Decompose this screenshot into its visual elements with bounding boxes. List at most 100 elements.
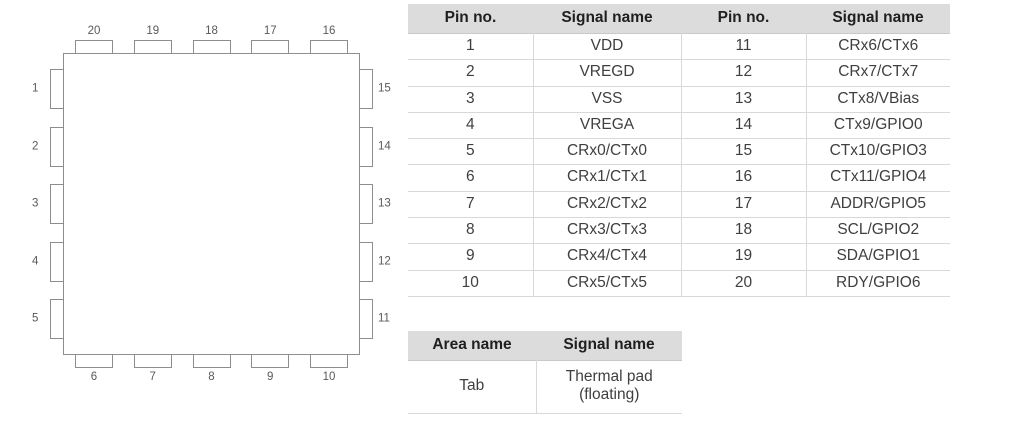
pin-number-cell: 3: [408, 85, 534, 113]
pin-tab: [50, 126, 64, 167]
pin-number-cell: 4: [408, 111, 534, 139]
signal-name-cell: CRx4/CTx4: [533, 243, 682, 271]
pin-number-cell: 12: [681, 59, 807, 87]
package-diagram: 20 6 19 7 18 8 17 9 16 10 1 15 2 14 3 13 4 12 5 11: [0, 0, 405, 428]
pin-number-label: 6: [90, 371, 98, 383]
pin-number-label: 15: [378, 82, 391, 95]
signal-name-cell: CRx5/CTx5: [533, 269, 682, 297]
area-table-header-cell: Area name: [408, 331, 536, 361]
pin-table-header-cell: Signal name: [533, 4, 681, 34]
pin-tab: [133, 40, 172, 54]
pin-number-cell: 5: [408, 138, 534, 165]
pin-number-cell: 10: [408, 269, 534, 297]
pin-number-cell: 18: [681, 216, 807, 244]
pin-tab: [251, 354, 290, 368]
signal-name-cell: ADDR/GPIO5: [806, 190, 950, 218]
package-body-outline: [63, 53, 360, 355]
pin-tab: [251, 40, 290, 54]
pin-number-label: 2: [32, 139, 39, 152]
pin-number-cell: 15: [681, 138, 807, 165]
pin-number-label: 12: [378, 254, 391, 267]
signal-name-cell: CRx7/CTx7: [806, 59, 950, 87]
pin-number-label: 10: [322, 371, 336, 383]
pin-tab: [50, 184, 64, 224]
pin-number-cell: 13: [681, 85, 807, 113]
signal-name-cell: CTx10/GPIO3: [806, 138, 950, 165]
pin-number-cell: 6: [408, 164, 534, 192]
pin-number-label: 20: [87, 25, 101, 37]
signal-name-cell: Thermal pad(floating): [536, 360, 682, 414]
signal-name-cell: VREGD: [533, 59, 682, 87]
signal-name-cell: VREGA: [533, 111, 682, 139]
signal-name-cell: SDA/GPIO1: [806, 243, 950, 271]
pin-number-label: 9: [267, 371, 274, 383]
pin-number-cell: 8: [408, 216, 534, 244]
signal-name-cell: CRx6/CTx6: [806, 32, 950, 60]
pin-number-label: 14: [378, 139, 391, 152]
pin-tab: [50, 299, 64, 339]
pin-number-cell: 17: [681, 190, 807, 218]
pin-tab: [50, 241, 64, 282]
signal-name-cell: VDD: [533, 32, 682, 60]
pin-number-label: 8: [208, 371, 215, 383]
pin-number-label: 7: [149, 371, 156, 383]
pin-number-cell: 7: [408, 190, 534, 218]
pin-table-header-cell: Signal name: [806, 4, 950, 34]
pin-number-label: 16: [322, 25, 336, 37]
signal-name-cell: CRx3/CTx3: [533, 216, 682, 244]
pin-number-label: 1: [32, 82, 39, 95]
pin-tab: [359, 69, 373, 109]
pin-tab: [359, 184, 373, 224]
pin-tab: [192, 354, 231, 368]
area-table-header-row: Area name Signal name: [408, 331, 682, 361]
pin-tab: [359, 126, 373, 167]
signal-name-cell: VSS: [533, 85, 682, 113]
signal-name-cell: CRx0/CTx0: [533, 138, 682, 165]
pin-number-label: 4: [32, 254, 39, 267]
pin-number-cell: 9: [408, 243, 534, 271]
pin-number-label: 11: [378, 312, 390, 325]
pin-tab: [310, 354, 348, 368]
pin-number-label: 13: [378, 197, 391, 210]
pin-tab: [192, 40, 231, 54]
pin-number-label: 5: [32, 312, 39, 325]
pin-number-cell: 14: [681, 111, 807, 139]
pin-assignment-table: Pin no. Signal name Pin no. Signal name …: [408, 4, 950, 297]
pin-tab: [359, 241, 373, 282]
pin-table-header-row: Pin no. Signal name Pin no. Signal name: [408, 4, 950, 34]
pin-number-cell: 2: [408, 59, 534, 87]
signal-name-cell: CTx11/GPIO4: [806, 164, 950, 192]
signal-name-cell: CTx9/GPIO0: [806, 111, 950, 139]
pin-tab: [50, 69, 64, 109]
pin-number-label: 18: [205, 25, 218, 37]
signal-name-cell: CTx8/VBias: [806, 85, 950, 113]
signal-name-cell: RDY/GPIO6: [806, 269, 950, 297]
pin-number-label: 3: [32, 197, 39, 210]
signal-name-cell: CRx2/CTx2: [533, 190, 682, 218]
pin-number-cell: 11: [681, 32, 807, 60]
pin-table-header-cell: Pin no.: [681, 4, 806, 34]
pin-tab: [310, 40, 348, 54]
area-table-header-cell: Signal name: [536, 331, 682, 361]
pin-tab: [359, 299, 373, 339]
pin-number-label: 19: [146, 25, 160, 37]
pin-tab: [133, 354, 172, 368]
pin-number-cell: 16: [681, 164, 807, 192]
area-name-cell: Tab: [408, 360, 537, 414]
pin-number-cell: 19: [681, 243, 807, 271]
pin-number-label: 17: [263, 25, 277, 37]
pin-number-cell: 1: [408, 32, 534, 60]
